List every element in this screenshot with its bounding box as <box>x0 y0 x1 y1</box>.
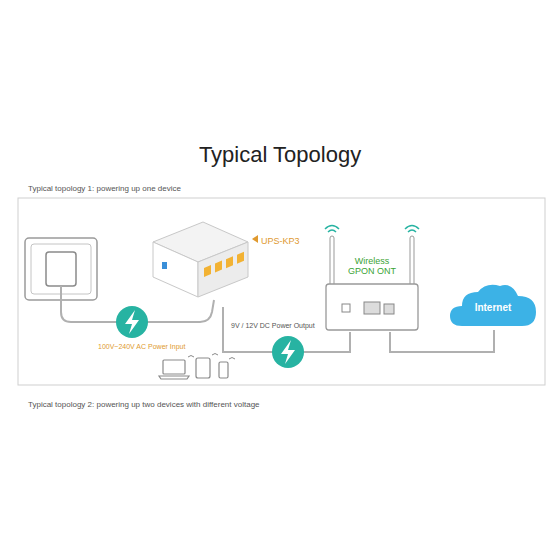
diagram-title: Typical Topology <box>199 142 361 168</box>
dc-port <box>204 265 211 277</box>
cloud-label: Internet <box>475 302 512 313</box>
wifi-signal <box>328 230 336 232</box>
device-label: Wireless GPON ONT <box>344 256 400 277</box>
node-outline <box>320 222 425 332</box>
usb-port <box>162 262 167 269</box>
wifi-small <box>188 354 235 360</box>
section-caption: Typical topology 1: powering up one devi… <box>28 184 181 193</box>
router-body <box>326 284 418 330</box>
pon-port <box>384 304 394 314</box>
node-outline <box>148 212 313 307</box>
cable-connector <box>390 330 494 352</box>
box-right <box>198 242 248 297</box>
cloud-shape <box>450 285 536 326</box>
lightning-icon <box>272 336 304 368</box>
ups-device: UPS-KP3 <box>148 212 313 307</box>
pointer-arrow <box>252 235 258 243</box>
internet-cloud: Internet <box>448 280 540 330</box>
device-icons <box>159 358 228 379</box>
dc-port <box>237 252 244 264</box>
device-label: UPS-KP3 <box>261 236 300 246</box>
antenna <box>410 236 414 288</box>
dc-port <box>226 256 233 268</box>
dc-port <box>215 261 222 273</box>
lan-port <box>364 302 380 314</box>
edge-label: 9V / 12V DC Power Output <box>230 322 316 329</box>
power-adapter <box>46 252 76 286</box>
lightning-icon <box>116 306 148 338</box>
ont-router: Wireless GPON ONT <box>320 222 425 332</box>
box-left <box>153 242 198 297</box>
wifi-signal <box>325 226 339 230</box>
wifi-signal <box>405 226 419 230</box>
frame <box>18 198 545 385</box>
power-input-label: 100V~240V AC Power Input <box>98 343 185 350</box>
section-caption: Typical topology 2: powering up two devi… <box>28 400 260 409</box>
antenna <box>330 236 334 288</box>
power-button <box>342 304 350 312</box>
wifi-signal <box>408 230 416 232</box>
